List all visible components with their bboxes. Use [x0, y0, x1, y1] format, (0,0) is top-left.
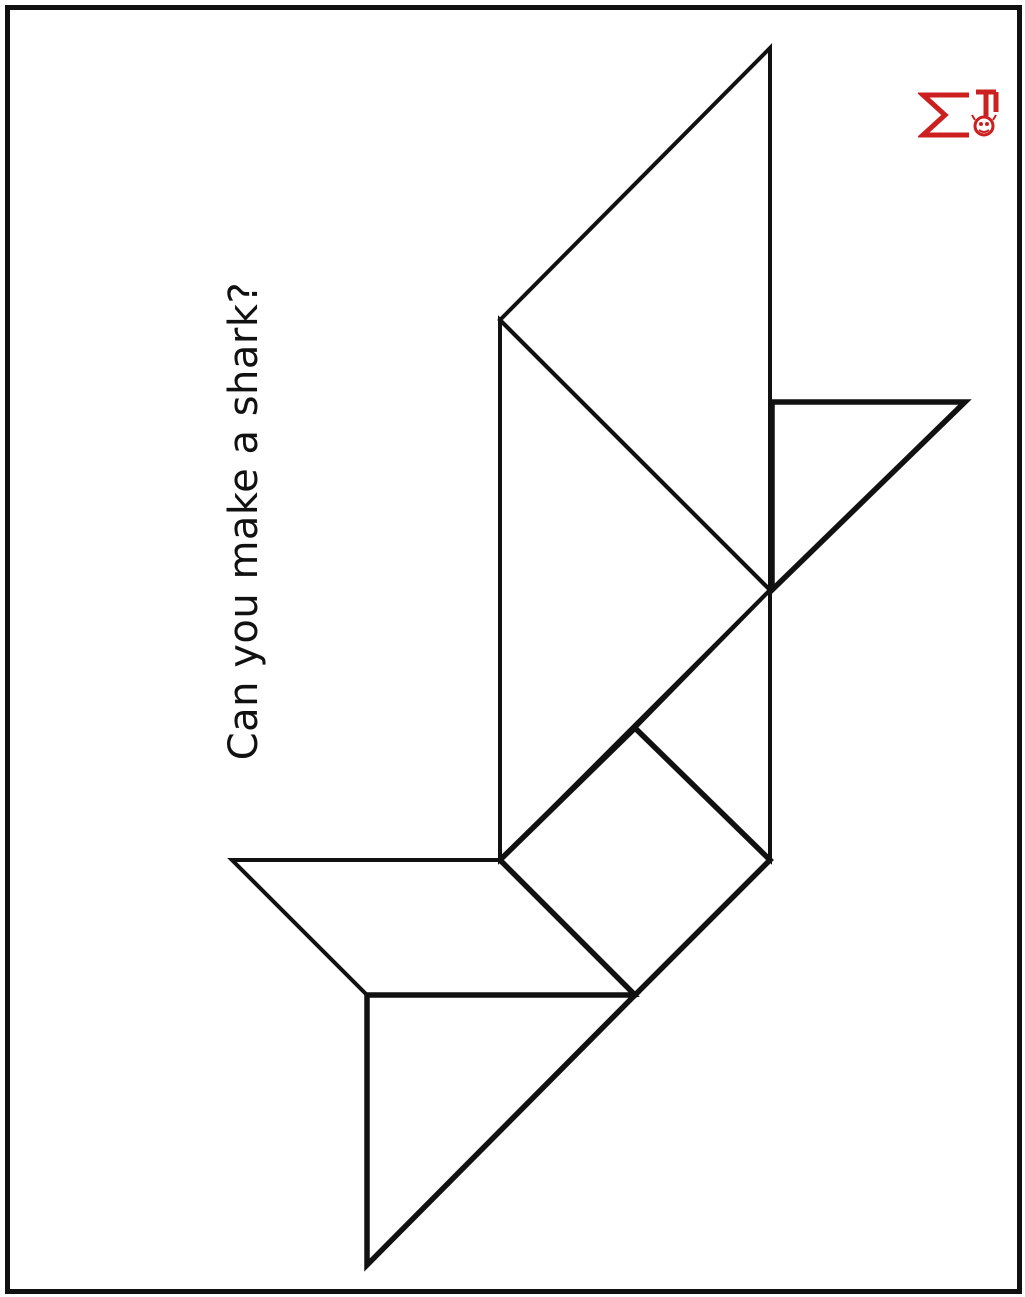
square	[500, 728, 770, 995]
small-triangle-mid	[635, 590, 770, 860]
large-triangle-body	[500, 320, 770, 860]
small-triangle-tail-fin	[772, 402, 965, 590]
medium-triangle-lower-fin	[367, 995, 635, 1265]
parallelogram-head	[232, 860, 635, 995]
large-triangle-top-fin	[500, 48, 770, 590]
